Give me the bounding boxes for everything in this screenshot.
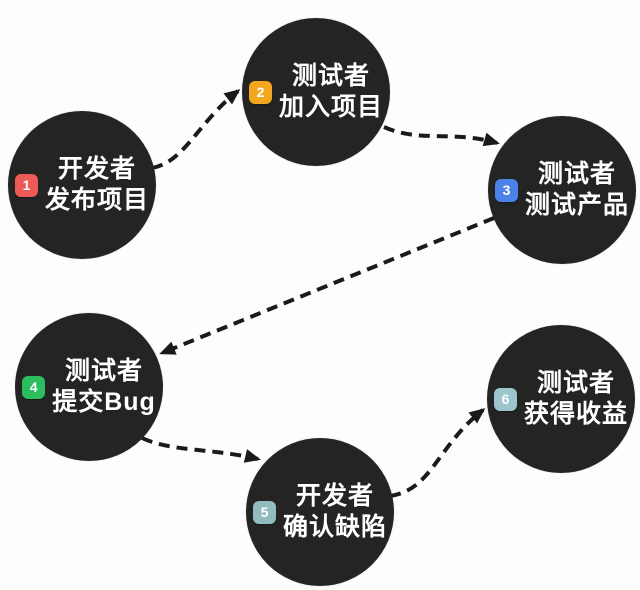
node-3-tester-test-product: 3 测试者 测试产品 bbox=[488, 116, 636, 264]
step-6-badge: 6 bbox=[493, 387, 517, 411]
arrow-5-to-6 bbox=[389, 408, 486, 498]
arrow-2-to-3 bbox=[383, 125, 500, 147]
node-6-line1: 测试者 bbox=[536, 369, 615, 397]
node-4-line1: 测试者 bbox=[64, 357, 143, 385]
node-1-line2: 发布项目 bbox=[44, 186, 149, 214]
node-4-line2: 提交Bug bbox=[52, 388, 156, 416]
node-1-label: 开发者 发布项目 bbox=[45, 154, 149, 216]
node-2-label: 测试者 加入项目 bbox=[279, 61, 383, 123]
step-2-badge: 2 bbox=[248, 80, 272, 104]
arrow-3-to-4 bbox=[159, 216, 495, 355]
node-6-label: 测试者 获得收益 bbox=[524, 368, 628, 430]
step-3-badge: 3 bbox=[494, 178, 518, 202]
node-1-developer-publish-project: 1 开发者 发布项目 bbox=[8, 111, 156, 259]
node-4-label: 测试者 提交Bug bbox=[52, 356, 156, 418]
step-1-badge: 1 bbox=[14, 173, 38, 197]
node-5-line2: 确认缺陷 bbox=[282, 513, 387, 541]
arrow-4-to-5 bbox=[141, 436, 261, 463]
node-2-line1: 测试者 bbox=[291, 62, 370, 90]
step-5-badge: 5 bbox=[252, 500, 276, 524]
node-3-line1: 测试者 bbox=[537, 160, 616, 188]
node-6-line2: 获得收益 bbox=[523, 400, 628, 428]
node-5-label: 开发者 确认缺陷 bbox=[283, 481, 387, 543]
arrow-1-to-2 bbox=[151, 89, 241, 170]
node-3-line2: 测试产品 bbox=[524, 191, 629, 219]
node-5-developer-confirm-defect: 5 开发者 确认缺陷 bbox=[246, 438, 394, 586]
node-6-tester-get-reward: 6 测试者 获得收益 bbox=[487, 325, 635, 473]
node-1-line1: 开发者 bbox=[57, 155, 136, 183]
step-4-badge: 4 bbox=[22, 375, 46, 399]
node-2-tester-join-project: 2 测试者 加入项目 bbox=[242, 18, 390, 166]
node-5-line1: 开发者 bbox=[295, 482, 374, 510]
node-2-line2: 加入项目 bbox=[278, 93, 383, 121]
node-4-tester-submit-bug: 4 测试者 提交Bug bbox=[15, 313, 163, 461]
node-3-label: 测试者 测试产品 bbox=[525, 159, 629, 221]
